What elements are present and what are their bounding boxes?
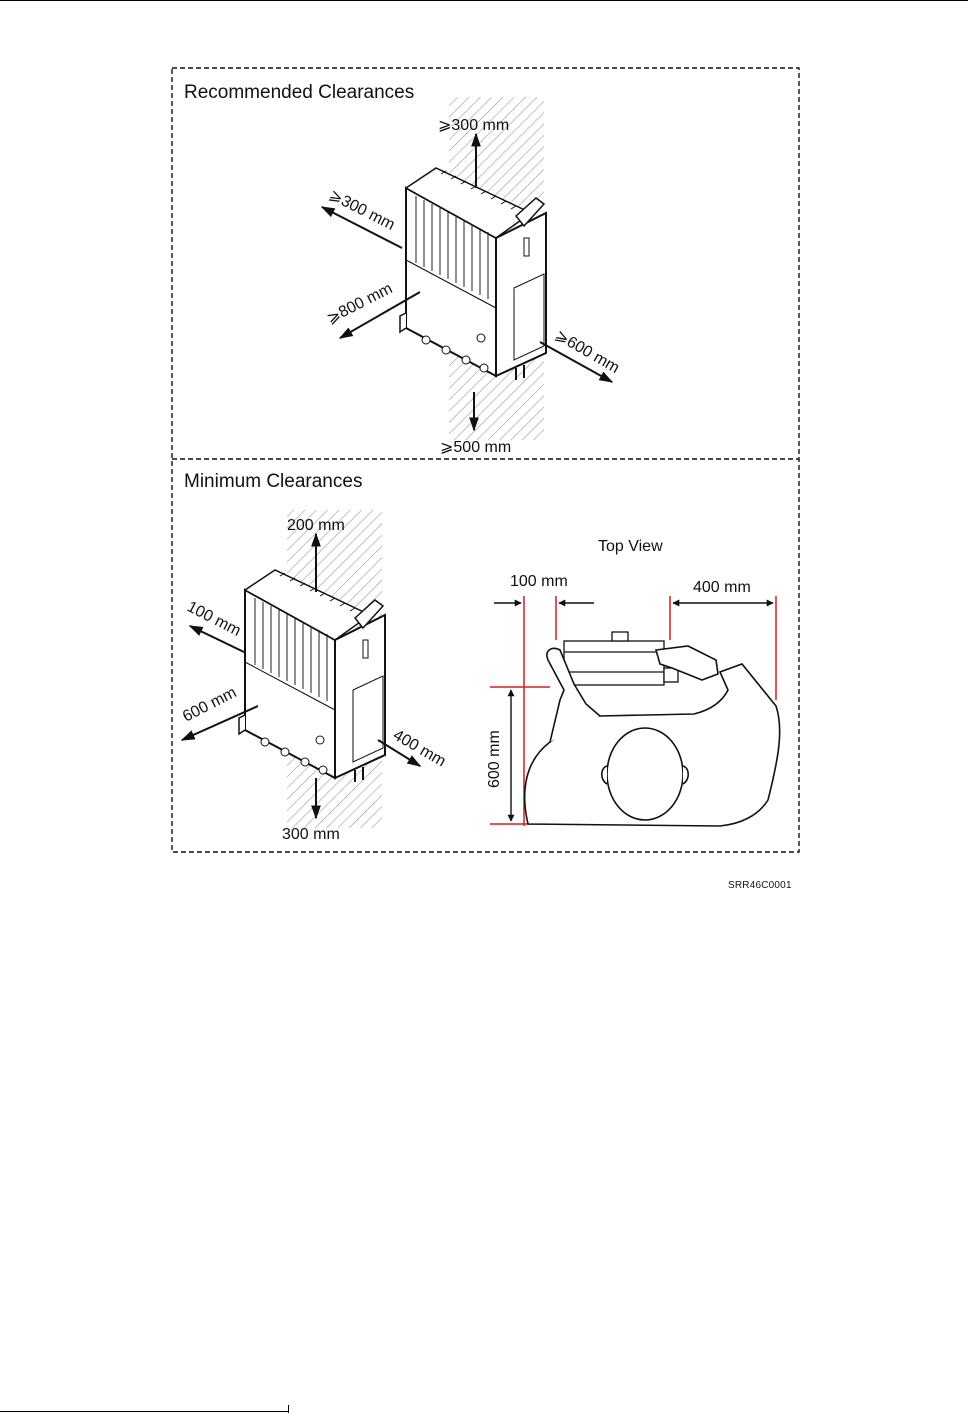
label-front-recommended: ⩾800 mm: [324, 280, 395, 327]
label-top-minimum: 200 mm: [287, 517, 345, 534]
clearance-figure: Recommended Clearances ⩾300 mm ⩾300 mm ⩾…: [0, 0, 968, 900]
page-bottom-tick: [288, 1405, 289, 1413]
label-top-recommended: ⩾300 mm: [438, 117, 509, 134]
label-left-minimum: 100 mm: [184, 598, 243, 639]
label-right-recommended: ⩾600 mm: [552, 327, 622, 377]
recommended-title: Recommended Clearances: [184, 82, 414, 103]
label-depth: 600 mm: [486, 730, 503, 788]
figure-id: SRR46C0001: [728, 880, 792, 891]
minimum-title: Minimum Clearances: [184, 471, 362, 492]
label-right-gap: 400 mm: [693, 579, 751, 596]
label-left-gap: 100 mm: [510, 573, 568, 590]
label-right-minimum: 400 mm: [390, 727, 449, 771]
label-bottom-minimum: 300 mm: [282, 826, 340, 843]
top-view-title: Top View: [598, 538, 663, 555]
page-bottom-rule: [0, 1411, 288, 1412]
label-bottom-recommended: ⩾500 mm: [440, 439, 511, 456]
